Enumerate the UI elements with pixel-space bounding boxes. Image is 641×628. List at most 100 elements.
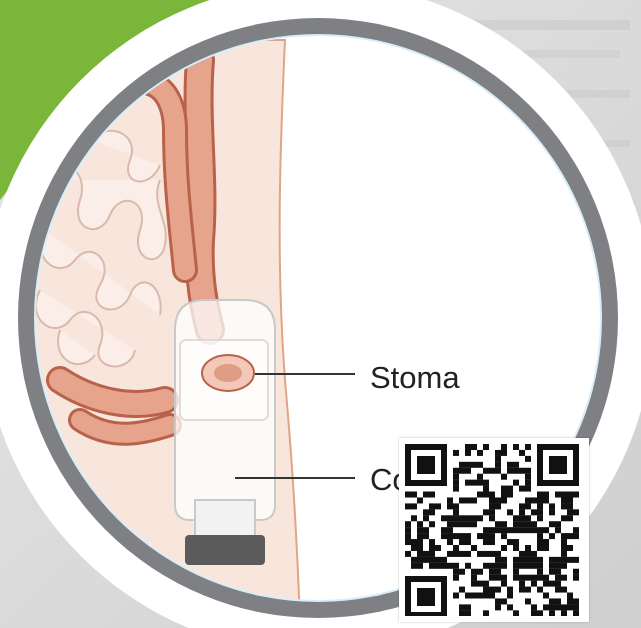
qr-module — [525, 551, 531, 557]
qr-module — [507, 468, 513, 474]
qr-module — [453, 551, 459, 557]
qr-module — [495, 468, 501, 474]
qr-module — [489, 492, 495, 498]
qr-module — [447, 515, 453, 521]
qr-module — [531, 575, 537, 581]
qr-module — [543, 593, 549, 599]
qr-module — [573, 492, 579, 498]
qr-module — [561, 587, 567, 593]
qr-module — [495, 527, 501, 533]
qr-module — [495, 462, 501, 468]
qr-module — [411, 557, 417, 563]
qr-module — [573, 598, 579, 604]
qr-module — [483, 539, 489, 545]
qr-module — [435, 545, 441, 551]
qr-module — [519, 486, 525, 492]
qr-module — [459, 569, 465, 575]
qr-module — [549, 509, 555, 515]
qr-module — [459, 462, 465, 468]
qr-module — [447, 521, 453, 527]
qr-module — [495, 456, 501, 462]
qr-module — [441, 563, 447, 569]
qr-module — [405, 527, 411, 533]
qr-module — [549, 581, 555, 587]
qr-module — [519, 450, 525, 456]
qr-module — [519, 575, 525, 581]
qr-module — [531, 509, 537, 515]
qr-module — [525, 545, 531, 551]
qr-module — [423, 515, 429, 521]
qr-module — [519, 563, 525, 569]
qr-module — [453, 521, 459, 527]
qr-module — [537, 503, 543, 509]
qr-module — [465, 533, 471, 539]
qr-module — [489, 497, 495, 503]
qr-module — [513, 515, 519, 521]
qr-module — [423, 557, 429, 563]
qr-module — [423, 509, 429, 515]
qr-module — [465, 497, 471, 503]
qr-module — [489, 509, 495, 515]
qr-module — [531, 563, 537, 569]
qr-module — [465, 480, 471, 486]
qr-module — [543, 539, 549, 545]
qr-module — [507, 462, 513, 468]
qr-module — [525, 587, 531, 593]
qr-module — [549, 610, 555, 616]
qr-module — [483, 480, 489, 486]
qr-module — [525, 515, 531, 521]
qr-module — [405, 533, 411, 539]
qr-module — [453, 480, 459, 486]
qr-module — [471, 593, 477, 599]
qr-module — [501, 497, 507, 503]
qr-module — [495, 503, 501, 509]
qr-module — [459, 551, 465, 557]
qr-module — [501, 545, 507, 551]
qr-module — [537, 533, 543, 539]
qr-module — [543, 527, 549, 533]
qr-module — [531, 581, 537, 587]
qr-finder-center — [549, 456, 567, 474]
qr-code-icon — [405, 444, 583, 616]
qr-module — [501, 533, 507, 539]
qr-module — [417, 557, 423, 563]
qr-module — [525, 497, 531, 503]
qr-module — [561, 563, 567, 569]
qr-module — [411, 545, 417, 551]
qr-module — [573, 509, 579, 515]
qr-module — [567, 557, 573, 563]
qr-module — [549, 503, 555, 509]
qr-module — [531, 551, 537, 557]
qr-module — [411, 515, 417, 521]
qr-module — [525, 486, 531, 492]
qr-module — [423, 551, 429, 557]
qr-module — [453, 474, 459, 480]
qr-module — [495, 575, 501, 581]
qr-module — [513, 444, 519, 450]
qr-module — [429, 551, 435, 557]
qr-module — [471, 575, 477, 581]
qr-module — [411, 563, 417, 569]
qr-module — [573, 527, 579, 533]
qr-module — [501, 575, 507, 581]
qr-code[interactable] — [399, 438, 589, 622]
qr-module — [465, 450, 471, 456]
qr-module — [501, 563, 507, 569]
qr-module — [471, 569, 477, 575]
qr-module — [519, 503, 525, 509]
qr-module — [525, 444, 531, 450]
qr-module — [567, 509, 573, 515]
qr-module — [495, 604, 501, 610]
qr-module — [495, 569, 501, 575]
qr-module — [513, 545, 519, 551]
qr-module — [447, 497, 453, 503]
qr-module — [537, 545, 543, 551]
qr-module — [465, 515, 471, 521]
qr-module — [561, 503, 567, 509]
qr-module — [441, 515, 447, 521]
qr-module — [567, 497, 573, 503]
qr-module — [405, 503, 411, 509]
qr-module — [531, 497, 537, 503]
qr-module — [423, 492, 429, 498]
qr-module — [555, 598, 561, 604]
